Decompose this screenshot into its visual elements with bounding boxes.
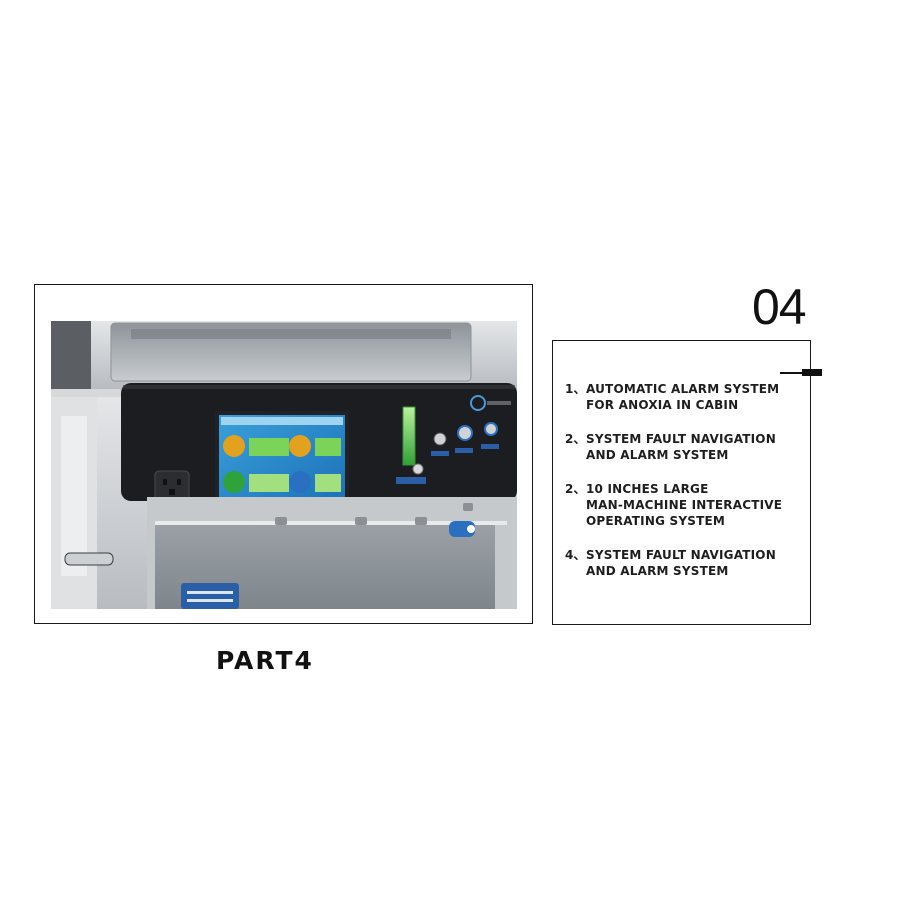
feature-text: SYSTEM FAULT NAVIGATION AND ALARM SYSTEM	[586, 548, 776, 578]
part-title: PART4	[216, 646, 314, 675]
control-button-1	[433, 432, 447, 446]
brand-logo	[470, 395, 486, 411]
door-handle	[449, 521, 475, 537]
feature-number: 4、	[565, 548, 586, 562]
flowmeter	[402, 406, 416, 466]
feature-text: 10 INCHES LARGE MAN-MACHINE INTERACTIVE …	[586, 482, 783, 528]
feature-item-2: 2、 SYSTEM FAULT NAVIGATION AND ALARM SYS…	[565, 431, 805, 463]
feature-list: 1、 AUTOMATIC ALARM SYSTEM FOR ANOXIA IN …	[565, 381, 805, 597]
section-number: 04	[752, 279, 807, 335]
features-box	[552, 340, 811, 625]
product-photo-frame	[34, 284, 533, 624]
feature-text: AUTOMATIC ALARM SYSTEM FOR ANOXIA IN CAB…	[586, 382, 780, 412]
product-photo	[51, 321, 517, 609]
device-illustration	[51, 321, 517, 609]
callout-marker	[802, 369, 822, 376]
feature-item-3: 2、 10 INCHES LARGE MAN-MACHINE INTERACTI…	[565, 481, 805, 529]
feature-number: 1、	[565, 382, 586, 396]
feature-item-4: 4、 SYSTEM FAULT NAVIGATION AND ALARM SYS…	[565, 547, 805, 579]
control-button-2	[457, 425, 473, 441]
feature-item-1: 1、 AUTOMATIC ALARM SYSTEM FOR ANOXIA IN …	[565, 381, 805, 413]
control-button-3	[484, 422, 498, 436]
feature-number: 2、	[565, 482, 586, 496]
callout-line	[780, 372, 802, 374]
feature-text: SYSTEM FAULT NAVIGATION AND ALARM SYSTEM	[586, 432, 776, 462]
feature-number: 2、	[565, 432, 586, 446]
model-badge	[181, 583, 239, 609]
